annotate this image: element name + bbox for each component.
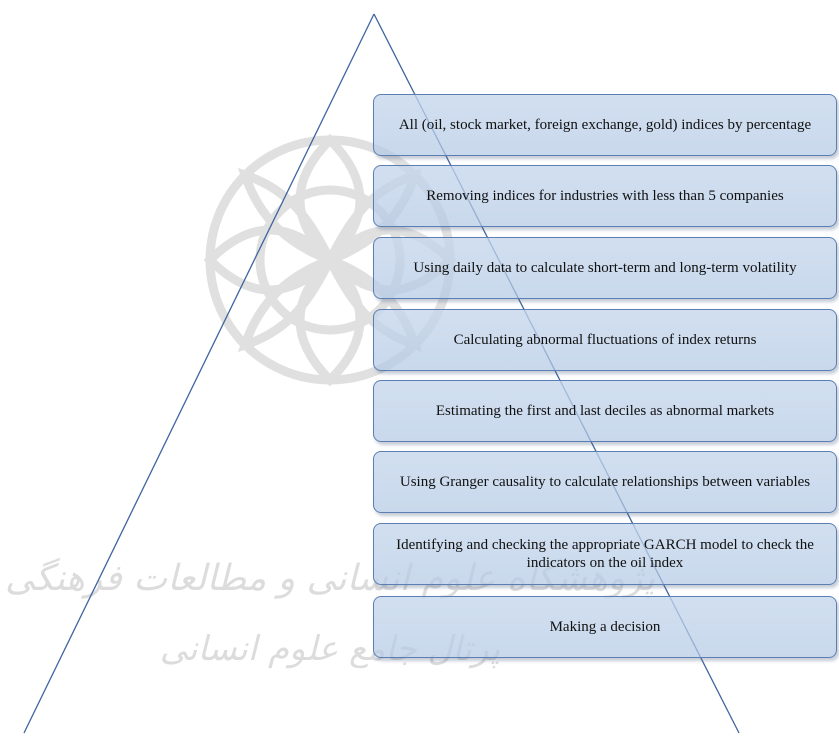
step-box-2: Removing indices for industries with les… (373, 165, 837, 227)
step-box-4: Calculating abnormal fluctuations of ind… (373, 309, 837, 371)
step-label-5: Estimating the first and last deciles as… (435, 403, 775, 419)
step-box-3: Using daily data to calculate short-term… (373, 237, 837, 299)
step-box-7: Identifying and checking the appropriate… (373, 523, 837, 585)
step-box-6: Using Granger causality to calculate rel… (373, 451, 837, 513)
step-label-2: Removing indices for industries with les… (426, 188, 784, 204)
step-label-6: Using Granger causality to calculate rel… (399, 474, 811, 490)
step-label-8: Making a decision (549, 619, 661, 635)
step-box-8: Making a decision (373, 596, 837, 658)
pyramid-left-edge (23, 13, 375, 734)
step-box-1: All (oil, stock market, foreign exchange… (373, 94, 837, 156)
step-label-3: Using daily data to calculate short-term… (413, 260, 797, 276)
step-label-7: Identifying and checking the appropriate… (396, 537, 814, 571)
step-label-1: All (oil, stock market, foreign exchange… (398, 117, 812, 133)
step-box-5: Estimating the first and last deciles as… (373, 380, 837, 442)
step-label-4: Calculating abnormal fluctuations of ind… (453, 332, 757, 348)
